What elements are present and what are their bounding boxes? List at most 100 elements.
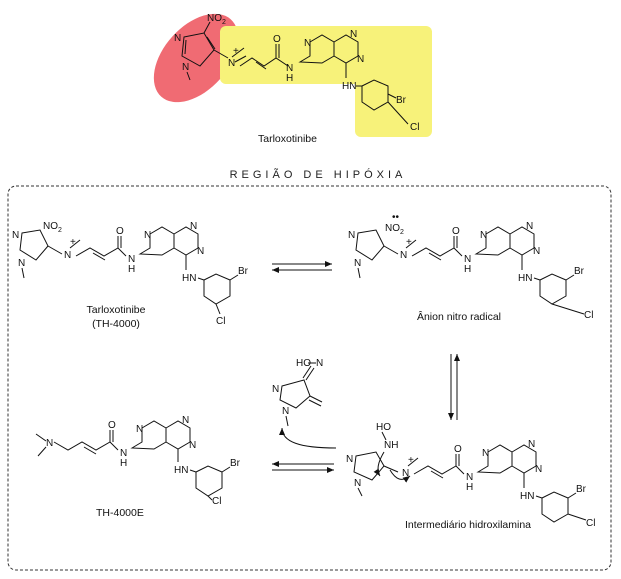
imidazole-n-top: N — [174, 33, 181, 44]
butenamide-chain — [75, 247, 127, 257]
o-n-bond — [381, 431, 387, 441]
ammonium-n: N — [228, 58, 235, 69]
br-bond — [229, 274, 239, 281]
n-methyl-bond — [285, 415, 289, 427]
carbonyl-o: O — [452, 226, 460, 237]
oxime-n: N — [316, 358, 323, 369]
alkene-bond — [83, 446, 97, 455]
ammonium-plus: + — [233, 46, 239, 57]
pyridine-ring — [474, 226, 511, 256]
phenyl-ring — [195, 465, 223, 497]
ch2-bond — [383, 245, 399, 255]
amide-nh: N — [286, 63, 293, 74]
phenyl-ring — [541, 491, 569, 523]
chloro: Cl — [410, 122, 419, 133]
bromo: Br — [238, 266, 249, 277]
pyridine-ring — [298, 34, 335, 64]
methyl-bond — [407, 457, 419, 467]
methyl-bond — [37, 446, 47, 457]
carbonyl-o: O — [108, 420, 116, 431]
pyridine-n: N — [480, 230, 487, 241]
br-bond — [221, 466, 231, 473]
methyl-bond — [234, 55, 247, 63]
dimethyl-n: N — [46, 438, 53, 449]
compound-hydroxylamine-intermediate: HO NH N N N + O N H N N N HN Br Cl Inter… — [346, 422, 595, 531]
ammonium-n: N — [64, 250, 71, 261]
amide-h: H — [120, 458, 127, 469]
equilibrium-arrow-horizontal-bottom — [272, 461, 334, 473]
imidazole-n-bottom: N — [182, 62, 189, 73]
exo-methylene — [309, 395, 323, 403]
butenamide-chain — [413, 465, 465, 475]
radical-dots: •• — [392, 212, 400, 223]
ammonium-n: N — [400, 250, 407, 261]
electron-arrow — [389, 469, 411, 483]
anilino-hn: HN — [182, 273, 196, 284]
pyrimidine-ring — [509, 226, 535, 256]
top-structure: N N NO2 N + O N H N N N HN Br Cl Tarloxo… — [153, 13, 432, 145]
ammonium-plus: + — [406, 237, 412, 248]
ho-label: HO — [296, 358, 311, 369]
amide-h: H — [128, 264, 135, 275]
imidazole-ring — [19, 229, 49, 261]
butenamide-chain — [53, 441, 119, 451]
bromo: Br — [576, 484, 587, 495]
amide-n: N — [464, 254, 471, 265]
pyrimidine-ring — [165, 420, 191, 450]
pyrimidine-n: N — [535, 464, 542, 475]
hydroxylamine-ho: HO — [376, 422, 391, 433]
equilibrium-arrow-horizontal-top — [272, 261, 332, 273]
ammonium-n: N — [402, 468, 409, 479]
cl-bond — [567, 513, 587, 521]
caption-anion: Ânion nitro radical — [417, 310, 501, 323]
no2-bond — [203, 21, 211, 34]
ch2-bond — [213, 49, 229, 59]
pyridine-ring — [130, 420, 167, 450]
pyrimidine-n: N — [190, 221, 197, 232]
phenyl-ring — [539, 273, 567, 305]
compound-th4000e: N O N H N N N HN Br Cl TH-4000E — [35, 415, 241, 519]
pyrimidine-ring — [333, 34, 359, 64]
pyridine-n: N — [144, 230, 151, 241]
no2-label: NO2 — [207, 13, 226, 26]
br-bond — [567, 492, 577, 499]
amide-n: N — [466, 472, 473, 483]
alkene-bond — [92, 252, 106, 261]
compound-tarloxotinibe: N N NO2 N + O N H N N N HN Br Cl Tarloxo… — [12, 221, 249, 330]
top-caption: Tarloxotinibe — [258, 133, 317, 145]
cl-bond — [551, 303, 585, 315]
pyrimidine-ring — [511, 444, 537, 474]
anilino-hn: HN — [174, 465, 188, 476]
butenamide-chain — [411, 247, 463, 257]
bromo: Br — [574, 266, 585, 277]
n-methyl-bond — [186, 71, 191, 81]
methyl-bond — [69, 239, 81, 249]
n-methyl-bond — [357, 267, 361, 279]
pyrimidine-n: N — [357, 54, 364, 65]
pyrimidine-n: N — [526, 221, 533, 232]
compound-imine-fragment: HO N N N — [272, 358, 323, 427]
chloro: Cl — [212, 496, 221, 507]
caption-th4000e: TH-4000E — [96, 507, 144, 519]
anilino-hn: HN — [518, 273, 532, 284]
imidazole-bond — [184, 39, 187, 55]
cl-bond — [387, 101, 409, 125]
methyl-bond — [35, 433, 47, 442]
alkene-bond — [255, 61, 267, 70]
pyridine-ring — [138, 226, 175, 256]
pyridine-n: N — [136, 424, 143, 435]
pyrimidine-ring — [173, 226, 199, 256]
aryl-bond — [533, 277, 541, 281]
c-n-double — [302, 365, 312, 379]
imidazole-ring — [355, 229, 385, 261]
aryl-bond — [535, 495, 543, 499]
imidazole-n: N — [348, 230, 355, 241]
anilino-hn: HN — [520, 491, 534, 502]
amide-n: N — [128, 254, 135, 265]
ch2-bond — [383, 465, 399, 473]
aryl-bond — [189, 469, 197, 473]
n-methyl-bond — [21, 267, 25, 279]
no2-radical-label: NO2 — [385, 223, 404, 236]
bromo: Br — [396, 95, 407, 106]
